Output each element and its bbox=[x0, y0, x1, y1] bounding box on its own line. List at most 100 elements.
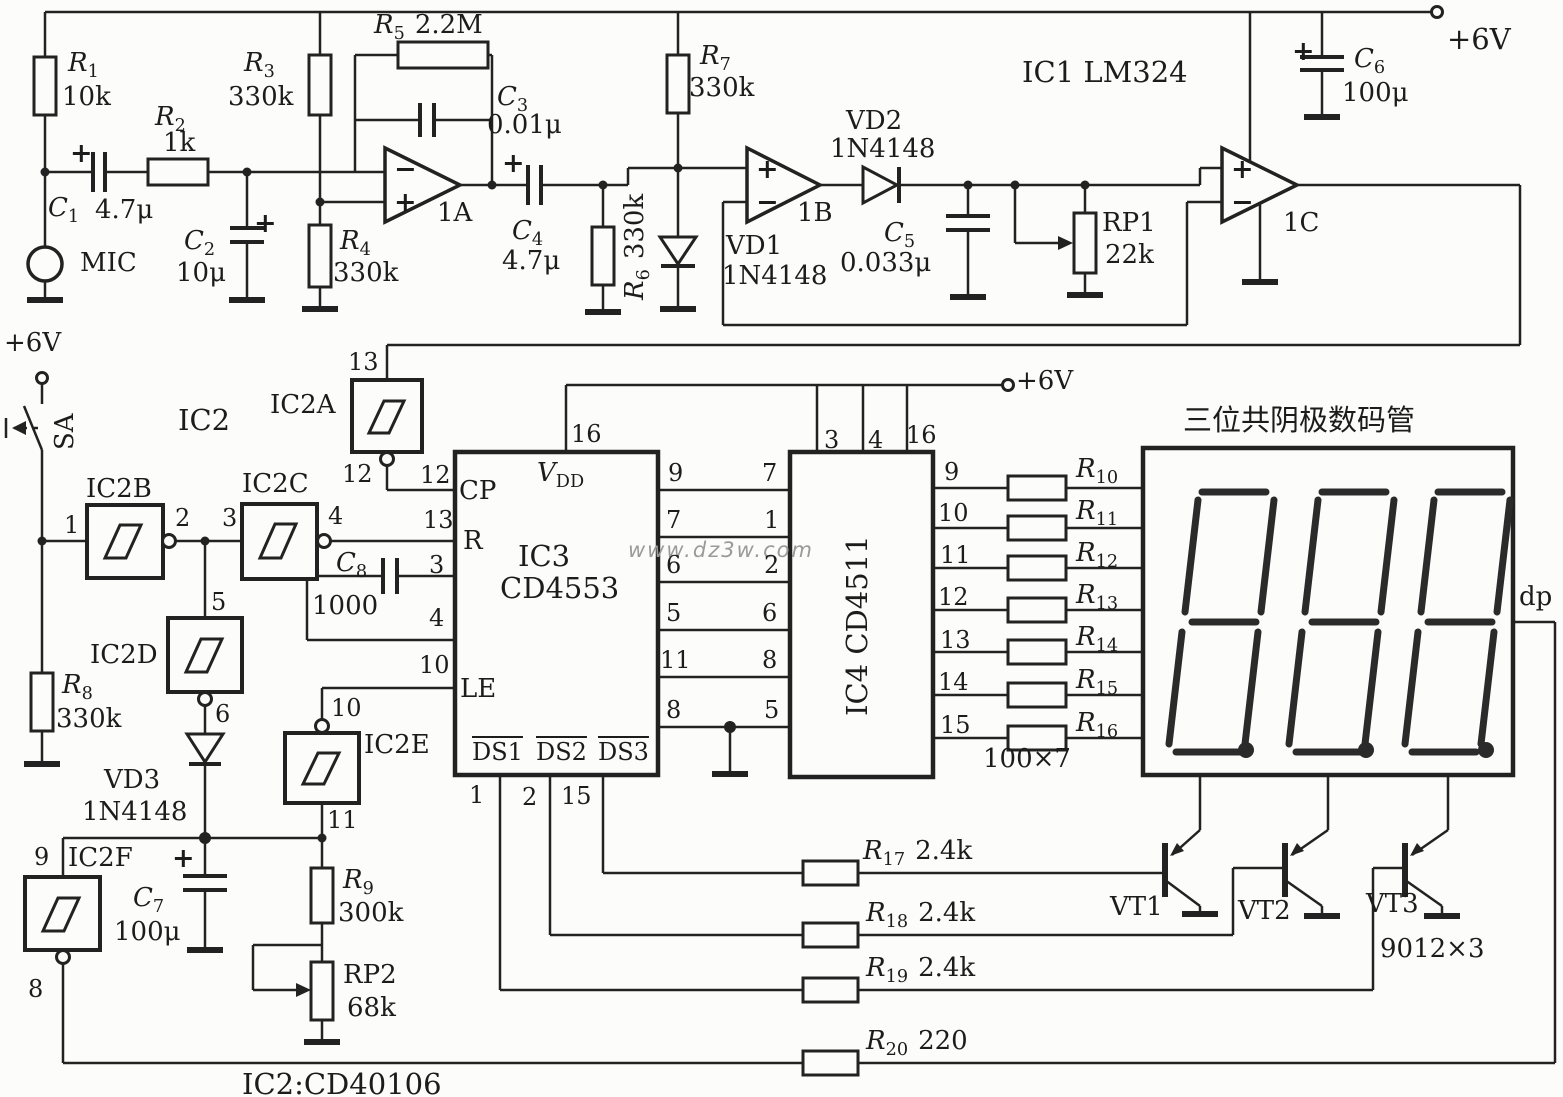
r10-label: R10 bbox=[1076, 454, 1119, 489]
ic4-out-pin-13: 13 bbox=[940, 626, 971, 654]
resistor-array-note: 100×7 bbox=[983, 744, 1071, 774]
opamp-1c-label: 1C bbox=[1283, 208, 1320, 238]
ic3-out-pin-5: 5 bbox=[666, 599, 682, 627]
ic2e-pin10: 10 bbox=[331, 694, 362, 722]
r16-label: R16 bbox=[1076, 708, 1119, 743]
ic3-out-pin-8: 8 bbox=[666, 696, 682, 724]
r6-label: R6330k bbox=[620, 193, 655, 300]
r1-value: 10k bbox=[62, 82, 111, 112]
vd2-value: 1N4148 bbox=[830, 134, 936, 164]
ic2b-pin1: 1 bbox=[64, 511, 80, 539]
wires bbox=[4, 10, 1557, 1065]
c7-label: C7 bbox=[133, 883, 165, 918]
ic3-pin4: 4 bbox=[429, 604, 445, 632]
vt1-label: VT1 bbox=[1110, 892, 1163, 922]
r14-label: R14 bbox=[1076, 622, 1119, 657]
ic3-vdd-label: VDD bbox=[537, 458, 585, 493]
r7-label: R7 bbox=[700, 41, 731, 76]
c3-label: C3 bbox=[497, 82, 529, 117]
ic3-r-label: R bbox=[463, 526, 483, 556]
ic2-chip-note: IC2:CD40106 bbox=[242, 1067, 442, 1097]
ic3-cp-label: CP bbox=[459, 476, 497, 506]
c2-value: 10μ bbox=[176, 258, 226, 288]
r8-label: R8 bbox=[62, 670, 93, 705]
ic2d-label: IC2D bbox=[90, 640, 158, 670]
c1-value: 4.7μ bbox=[95, 195, 154, 225]
rp1-value: 22k bbox=[1105, 240, 1154, 270]
opamp-1a-label: 1A bbox=[437, 198, 473, 228]
ic4-in-pin-2: 2 bbox=[764, 551, 780, 579]
r1-label: R1 bbox=[68, 48, 99, 83]
ic4-in-pin-5: 5 bbox=[764, 696, 780, 724]
opamp-symbols bbox=[383, 145, 1301, 225]
r13-label: R13 bbox=[1076, 580, 1119, 615]
c1-label: C1 bbox=[48, 193, 80, 228]
ic2f-pin9: 9 bbox=[34, 843, 50, 871]
r4-label: R4 bbox=[340, 226, 371, 261]
c7-plus-sign: + bbox=[172, 843, 195, 874]
c4-plus-sign: + bbox=[502, 148, 525, 179]
ic3-pin16: 16 bbox=[571, 420, 602, 448]
rp1-label: RP1 bbox=[1102, 208, 1156, 238]
ic2e-pin11: 11 bbox=[327, 806, 358, 834]
rp2-value: 68k bbox=[347, 993, 396, 1023]
mic-label: MIC bbox=[80, 248, 137, 278]
c4-label: C4 bbox=[512, 216, 544, 251]
r2-value: 1k bbox=[163, 128, 196, 158]
ic3-pin12: 12 bbox=[420, 461, 451, 489]
diode-symbols bbox=[184, 164, 901, 766]
opamp-1b-label: 1B bbox=[797, 198, 833, 228]
ic3-out-pin-7: 7 bbox=[666, 506, 682, 534]
vd3-value: 1N4148 bbox=[82, 797, 188, 827]
ic2b-pin2: 2 bbox=[175, 504, 191, 532]
ic2a-pin13: 13 bbox=[348, 348, 379, 376]
ic4-in-pin-8: 8 bbox=[762, 646, 778, 674]
r15-label: R15 bbox=[1076, 665, 1119, 700]
ic3-part-number: CD4553 bbox=[500, 571, 620, 605]
ic3-pin2: 2 bbox=[522, 783, 538, 811]
sa-label: SA bbox=[50, 413, 80, 450]
ic3-pin1: 1 bbox=[469, 781, 485, 809]
display-title: 三位共阴极数码管 bbox=[1183, 403, 1416, 437]
transistor-symbols bbox=[1162, 843, 1408, 897]
resistor-symbols bbox=[29, 40, 1098, 1077]
vd1-value: 1N4148 bbox=[722, 261, 828, 291]
ic4-in-pin-6: 6 bbox=[762, 599, 778, 627]
c6-plus-sign: + bbox=[1292, 36, 1315, 67]
r11-label: R11 bbox=[1076, 496, 1119, 531]
plus6v-switch-label: +6V bbox=[4, 328, 62, 358]
r3-value: 330k bbox=[228, 82, 294, 112]
c7-value: 100μ bbox=[114, 917, 181, 947]
c5-label: C5 bbox=[884, 218, 916, 253]
ic4-name: IC4 CD4511 bbox=[840, 535, 874, 716]
ic3-pin13: 13 bbox=[423, 506, 454, 534]
r9-label: R9 bbox=[343, 865, 374, 900]
ic3-out-pin-6: 6 bbox=[666, 551, 682, 579]
ic3-ds1-label: DS1 bbox=[472, 738, 523, 766]
watermark: www.dz3w.com bbox=[628, 538, 814, 562]
ic3-out-pin-11: 11 bbox=[660, 646, 691, 674]
c3-value: 0.01μ bbox=[487, 110, 562, 140]
ic4-top-pin-16: 16 bbox=[906, 421, 937, 449]
c5-value: 0.033μ bbox=[840, 248, 932, 278]
r8-value: 330k bbox=[56, 704, 122, 734]
seven-segment-digits bbox=[1165, 488, 1514, 758]
vd1-label: VD1 bbox=[726, 231, 783, 261]
ic2f-label: IC2F bbox=[68, 843, 133, 873]
ic2c-pin3: 3 bbox=[222, 504, 238, 532]
ic3-pin10: 10 bbox=[419, 651, 450, 679]
ground-symbols bbox=[24, 114, 1460, 1045]
ic4-out-pin-10: 10 bbox=[938, 499, 969, 527]
opamp-1b-plus: + bbox=[756, 154, 779, 185]
ic3-pin3: 3 bbox=[429, 551, 445, 579]
junction-dots bbox=[37, 163, 1090, 844]
ic2a-label: IC2A bbox=[270, 390, 336, 420]
ic4-out-pin-12: 12 bbox=[938, 583, 969, 611]
ic2b-label: IC2B bbox=[86, 474, 152, 504]
ic2d-pin6: 6 bbox=[215, 700, 231, 728]
ic4-out-pin-15: 15 bbox=[940, 711, 971, 739]
